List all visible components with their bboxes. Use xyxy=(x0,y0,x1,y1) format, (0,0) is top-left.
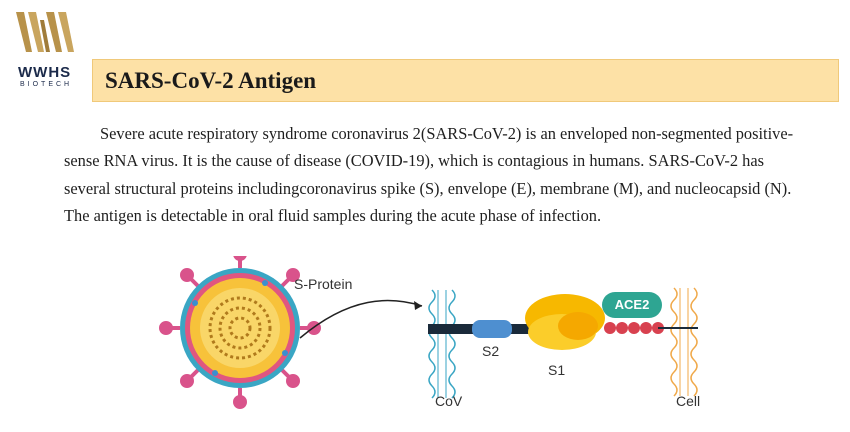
logo-subtitle: BIOTECH xyxy=(20,81,73,88)
arrow-icon xyxy=(299,299,423,339)
s2-label: S2 xyxy=(482,343,500,359)
page-title: SARS-CoV-2 Antigen xyxy=(105,68,317,93)
s-protein-label: S-Protein xyxy=(294,276,353,292)
paragraph-text: Severe acute respiratory syndrome corona… xyxy=(64,124,794,226)
binding-diagram xyxy=(159,256,698,409)
s1-label: S1 xyxy=(548,362,566,378)
logo-name: WWHS xyxy=(18,64,72,81)
cell-label: Cell xyxy=(676,393,701,409)
title-bar: SARS-CoV-2 Antigen xyxy=(92,59,839,102)
cov-label: CoV xyxy=(435,393,463,409)
ace2-badge: ACE2 xyxy=(602,292,662,318)
company-logo: WWHS BIOTECH xyxy=(10,8,90,88)
description-paragraph: Severe acute respiratory syndrome corona… xyxy=(64,120,804,230)
s1-protein-icon xyxy=(525,294,605,350)
cov-membrane-icon xyxy=(428,289,558,399)
cell-membrane-icon xyxy=(658,287,698,397)
logo-mark-icon xyxy=(16,12,74,52)
ace2-label: ACE2 xyxy=(614,297,650,312)
ace2-receptor-icon xyxy=(604,322,664,334)
virus-icon xyxy=(159,256,321,409)
